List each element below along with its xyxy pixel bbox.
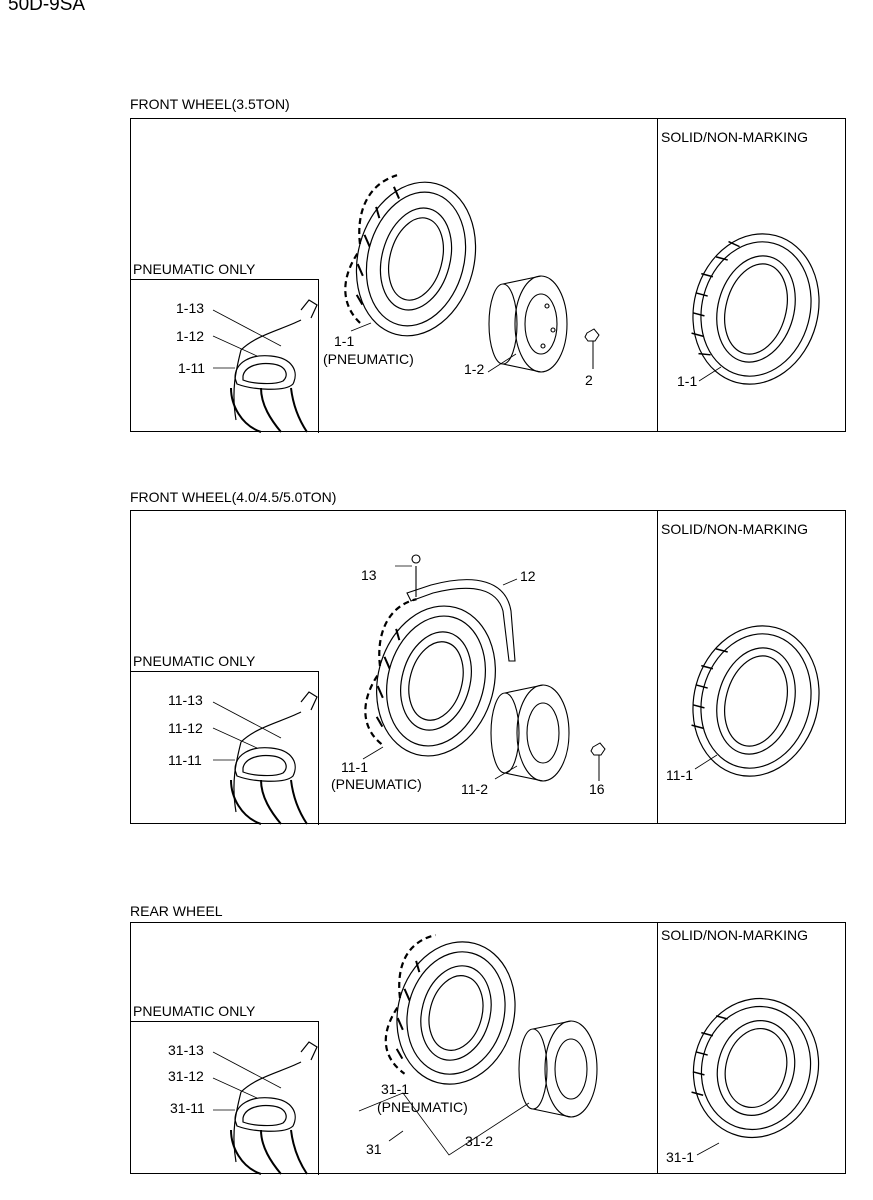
wheel-diagram-front-4-5 <box>131 511 847 825</box>
tube-inset-drawing <box>131 280 319 434</box>
pneumatic-tire-drawing <box>334 167 493 349</box>
pneumatic-tire-drawing <box>354 591 512 770</box>
inset-part-label-top: 31-13 <box>168 1042 204 1058</box>
fender-bracket-drawing <box>395 555 517 661</box>
tire-part-label: 31-1 <box>381 1081 410 1097</box>
inset-part-label-bottom: 11-11 <box>168 752 202 768</box>
rim-part-label: 31-2 <box>465 1133 494 1149</box>
solid-label: SOLID/NON-MARKING <box>661 521 809 537</box>
bolt-part-label: 13 <box>361 567 377 583</box>
inset-part-label-middle: 1-12 <box>176 328 205 344</box>
tire-part-label: 11-1 <box>341 759 368 775</box>
solid-label: SOLID/NON-MARKING <box>661 129 809 145</box>
bracket-part-label: 12 <box>520 568 536 584</box>
tire-note-label: (PNEUMATIC) <box>331 776 422 792</box>
assembly-part-label: 31 <box>366 1141 382 1157</box>
solid-label: SOLID/NON-MARKING <box>661 927 809 943</box>
model-code: 50D-9SA <box>8 0 86 15</box>
tube-inset-drawing <box>131 1022 319 1176</box>
solid-part-label: 1-1 <box>677 373 698 389</box>
rim-drawing <box>519 1021 597 1117</box>
nut-part-label: 16 <box>589 781 605 797</box>
pneumatic-label: PNEUMATIC ONLY <box>133 1003 256 1019</box>
section-frame-front-4-5: SOLID/NON-MARKING PNEUMATIC ONLY 11-13 1… <box>130 510 847 825</box>
section-title-rear: REAR WHEEL <box>130 903 223 919</box>
wheel-diagram-rear <box>131 923 847 1175</box>
section-title-front-4-5: FRONT WHEEL(4.0/4.5/5.0TON) <box>130 489 337 505</box>
tire-part-label: 1-1 <box>334 333 355 349</box>
pneumatic-label: PNEUMATIC ONLY <box>133 261 256 277</box>
nut-part-label: 2 <box>585 372 593 388</box>
solid-tire-drawing <box>676 612 835 791</box>
inset-part-label-middle: 11-12 <box>168 720 203 736</box>
solid-part-label: 11-1 <box>666 767 693 783</box>
wheel-diagram-front-3-5 <box>131 119 847 433</box>
solid-part-label: 31-1 <box>666 1149 695 1165</box>
inset-part-label-middle: 31-12 <box>168 1068 204 1084</box>
rim-drawing <box>491 685 569 781</box>
inset-part-label-bottom: 1-11 <box>178 360 205 376</box>
tire-note-label: (PNEUMATIC) <box>323 351 414 367</box>
solid-tire-drawing <box>676 220 835 399</box>
assembly-callout-lines <box>359 1093 719 1155</box>
solid-tire-drawing <box>678 984 834 1151</box>
section-divider <box>657 923 658 1173</box>
section-title-front-3-5: FRONT WHEEL(3.5TON) <box>130 96 290 112</box>
tube-inset-frame: 1-13 1-12 1-11 <box>131 279 319 433</box>
section-divider <box>657 119 658 431</box>
pneumatic-label: PNEUMATIC ONLY <box>133 653 256 669</box>
tube-inset-frame: 31-13 31-12 31-11 <box>131 1021 319 1175</box>
tube-inset-frame: 11-13 11-12 11-11 <box>131 671 319 825</box>
nut-drawing <box>585 329 599 369</box>
section-frame-rear: SOLID/NON-MARKING PNEUMATIC ONLY 31-13 3… <box>130 922 847 1175</box>
rim-part-label: 11-2 <box>461 781 488 797</box>
section-frame-front-3-5: SOLID/NON-MARKING PNEUMATIC ONLY 1-13 1-… <box>130 118 847 433</box>
inset-part-label-top: 11-13 <box>168 692 203 708</box>
section-divider <box>657 511 658 823</box>
inset-part-label-bottom: 31-11 <box>170 1100 205 1116</box>
pneumatic-tire-drawing <box>375 927 531 1098</box>
nut-drawing <box>591 743 605 781</box>
tire-note-label: (PNEUMATIC) <box>377 1099 468 1115</box>
tube-inset-drawing <box>131 672 319 826</box>
rim-drawing <box>489 276 567 372</box>
rim-part-label: 1-2 <box>464 361 485 377</box>
inset-part-label-top: 1-13 <box>176 300 205 316</box>
